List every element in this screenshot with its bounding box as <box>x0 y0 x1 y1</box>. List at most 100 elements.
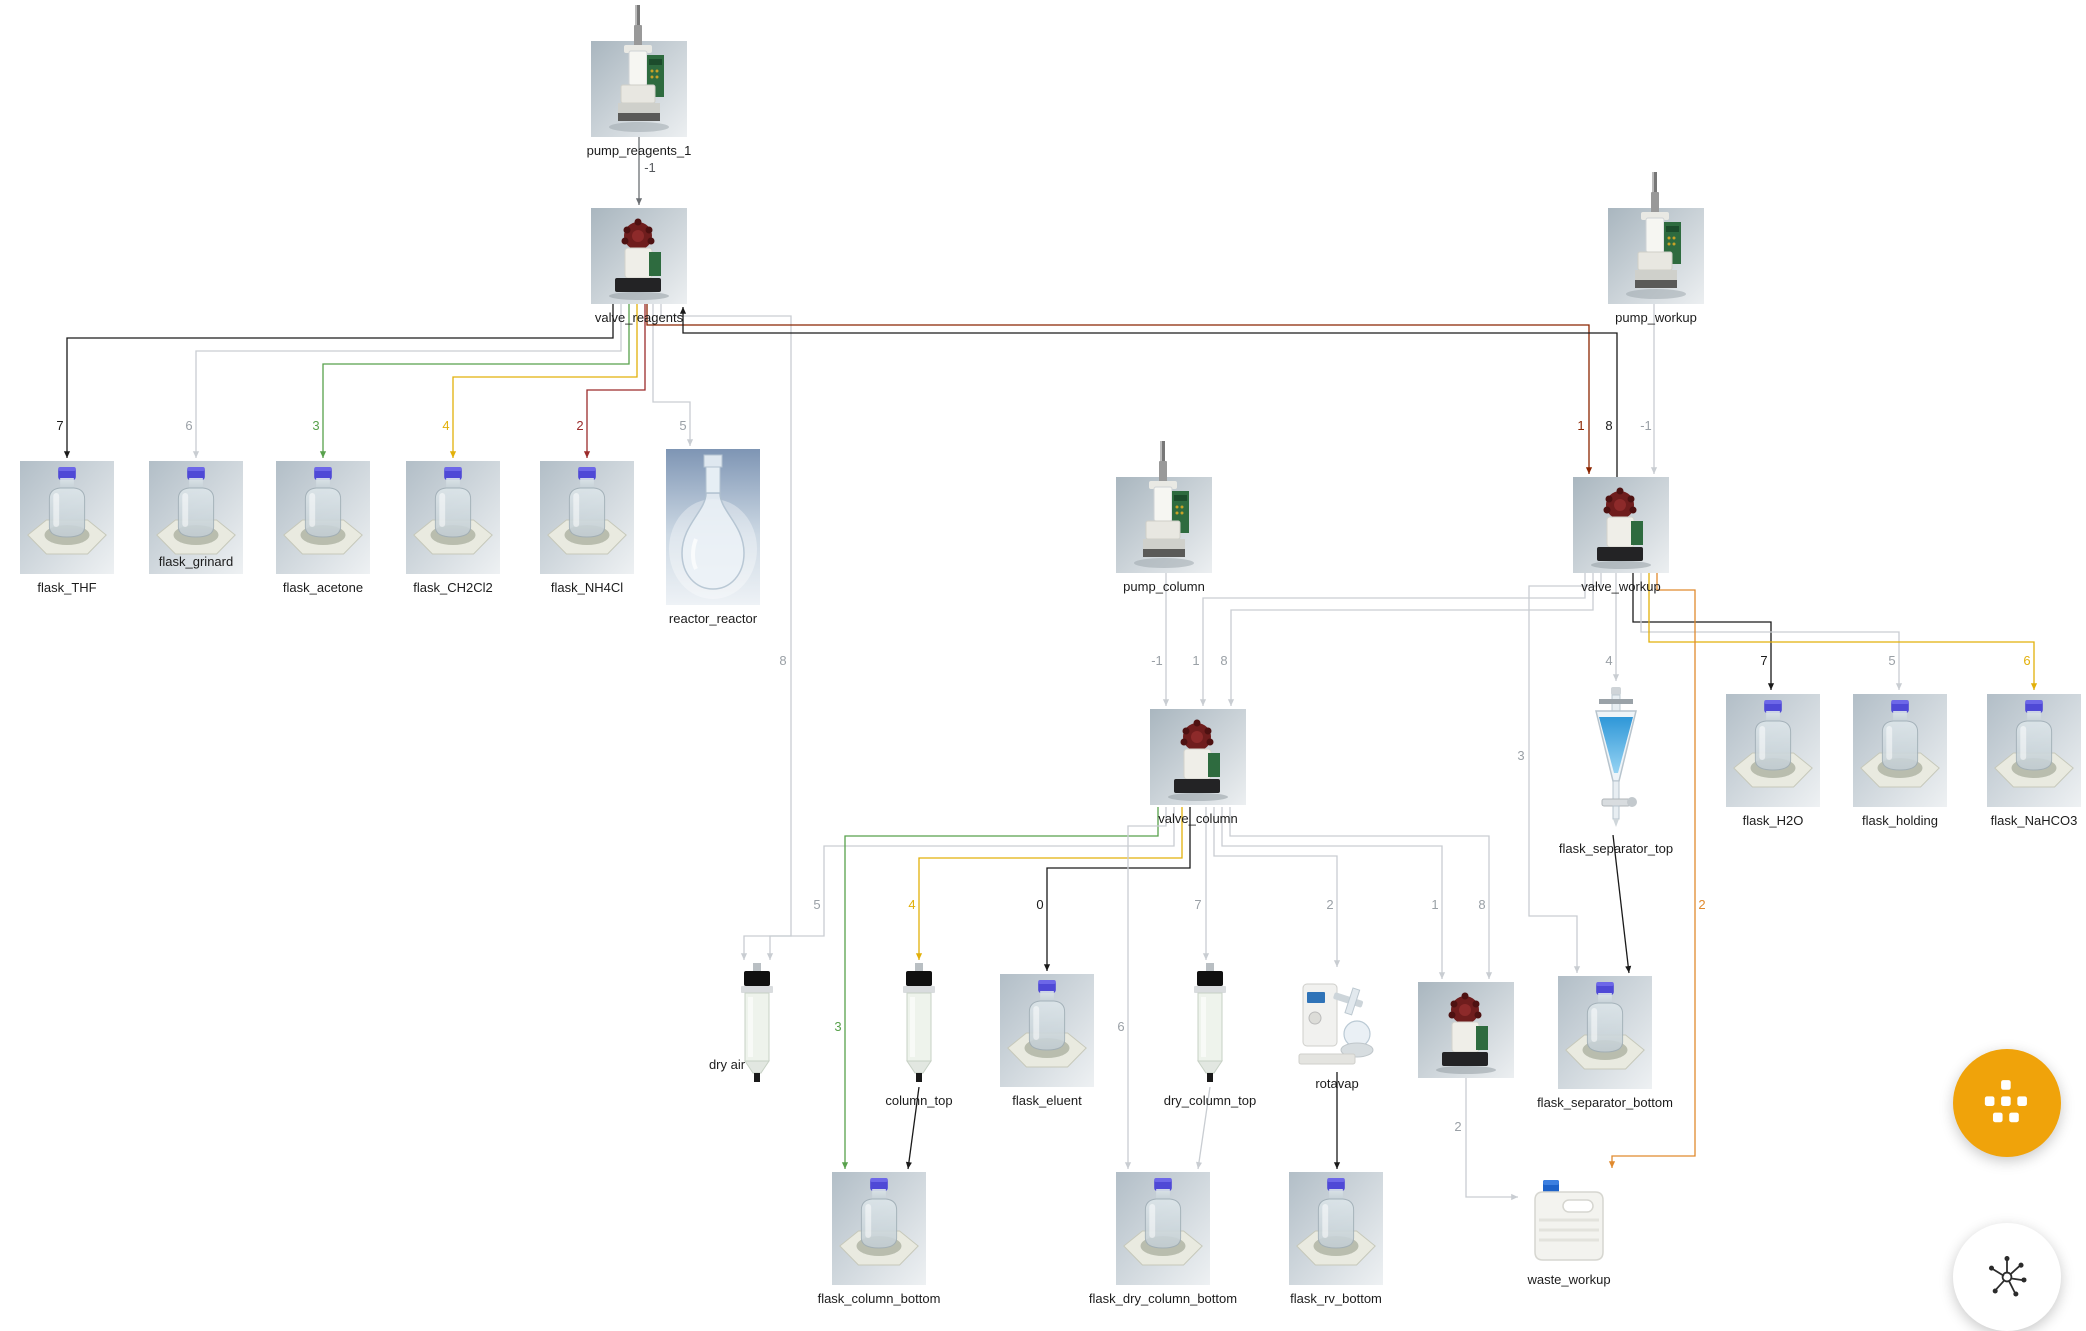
arrowhead <box>2030 683 2038 690</box>
edge-valve_reagents-valve_workup: 1 <box>646 304 1593 474</box>
edge-valve_column-valve_unlabeled: 1 <box>1221 807 1446 979</box>
edge-valve_reagents-flask_CH2Cl2: 4 <box>442 304 638 458</box>
edge-valve_column-rotavap: 2 <box>1213 807 1341 967</box>
edge-label: 1 <box>1577 418 1584 433</box>
node-pump_reagents_1[interactable] <box>591 5 687 137</box>
node-flask_NH4Cl[interactable] <box>540 460 634 574</box>
edge-label: -1 <box>644 160 656 175</box>
node-flask_column_bottom[interactable] <box>832 1171 926 1285</box>
arrowhead <box>1650 467 1658 474</box>
node-label: waste_workup <box>1527 1272 1611 1287</box>
pump-icon <box>1116 441 1212 573</box>
node-flask_CH2Cl2[interactable] <box>406 460 500 574</box>
node-flask_holding[interactable] <box>1853 693 1947 807</box>
node-label: flask_CH2Cl2 <box>413 579 493 595</box>
edge-label: 8 <box>1478 897 1485 912</box>
flask-icon <box>540 460 634 574</box>
arrowhead <box>192 451 200 458</box>
arrowhead <box>1573 966 1581 973</box>
edge-label: 7 <box>56 418 63 433</box>
arrowhead <box>1608 1161 1616 1168</box>
node-label: pump_reagents_1 <box>586 143 692 158</box>
flask-icon <box>1853 693 1947 807</box>
node-flask_H2O[interactable] <box>1726 693 1820 807</box>
valve-icon <box>1150 709 1246 805</box>
flask-icon <box>1289 1171 1383 1285</box>
edge-valve_column-column_top: 4 <box>908 807 1183 960</box>
arrowhead <box>1625 965 1632 973</box>
rotavap-icon <box>1295 970 1379 1070</box>
edge-label: 1 <box>1431 897 1438 912</box>
arrowhead <box>635 198 643 205</box>
assistant-fab[interactable] <box>1953 1223 2061 1331</box>
edge-label: 5 <box>813 897 820 912</box>
edge-label: 2 <box>1454 1119 1461 1134</box>
edge-valve_workup-flask_separator_top: 4 <box>1605 573 1620 681</box>
node-flask_NaHCO3[interactable] <box>1987 693 2081 807</box>
node-flask_grinard[interactable] <box>149 460 243 574</box>
edge-label: 3 <box>312 418 319 433</box>
node-pump_column[interactable] <box>1116 441 1212 573</box>
node-rotavap[interactable] <box>1295 970 1379 1070</box>
node-dry_column_top[interactable] <box>1186 963 1234 1087</box>
node-valve_workup[interactable] <box>1573 477 1669 573</box>
edge-valve_reagents-flask_NH4Cl: 2 <box>576 304 646 458</box>
flask-icon <box>276 460 370 574</box>
edge-valve_workup-flask_holding: 5 <box>1640 573 1903 690</box>
arrowhead <box>1585 467 1593 474</box>
arrowhead <box>915 953 923 960</box>
edge-valve_workup-flask_NaHCO3: 6 <box>1648 573 2038 690</box>
node-valve_column[interactable] <box>1150 709 1246 805</box>
edge-valve_column-dry_air: 5 <box>740 807 1175 960</box>
valve-icon <box>1418 982 1514 1078</box>
edge-flask_separator_top-flask_separator_bottom <box>1612 834 1632 974</box>
edge-valve_workup-valve_column: 1 <box>1192 573 1586 706</box>
flask-icon <box>149 460 243 574</box>
arrowhead <box>449 451 457 458</box>
edge-pump_reagents_1-valve_reagents: -1 <box>635 137 656 205</box>
edge-valve_reagents-flask_grinard: 6 <box>185 304 622 458</box>
node-label: reactor_reactor <box>668 611 758 626</box>
node-flask_dry_column_bottom[interactable] <box>1116 1171 1210 1285</box>
arrowhead <box>1438 972 1446 979</box>
edge-valve_column-valve_unlabeled: 8 <box>1229 807 1493 979</box>
arrowhead <box>766 953 774 960</box>
edge-pump_column-valve_column: -1 <box>1151 573 1170 706</box>
node-flask_rv_bottom[interactable] <box>1289 1171 1383 1285</box>
arrowhead <box>1767 683 1775 690</box>
edge-label: 2 <box>1326 897 1333 912</box>
waste-icon <box>1521 1170 1617 1266</box>
edge-valve_column-flask_column_bottom: 3 <box>834 807 1159 1169</box>
node-flask_separator_top[interactable] <box>1571 685 1661 835</box>
arrowhead <box>1124 1162 1132 1169</box>
node-label: flask_acetone <box>282 579 364 595</box>
edge-dry_column_top-flask_dry_column_bottom <box>1196 1086 1211 1170</box>
edge-label: 4 <box>908 897 915 912</box>
column-icon <box>1186 963 1234 1087</box>
node-reactor_reactor[interactable] <box>666 449 760 605</box>
node-flask_acetone[interactable] <box>276 460 370 574</box>
flask-icon <box>1726 693 1820 807</box>
flask-icon <box>1987 693 2081 807</box>
edge-label: 3 <box>1517 748 1524 763</box>
edge-label: 8 <box>1605 418 1612 433</box>
edge-valve_column-dry_column_top: 7 <box>1194 807 1210 960</box>
edge-label: -1 <box>1151 653 1163 668</box>
node-label: dry_column_top <box>1163 1093 1257 1108</box>
arrowhead <box>1895 683 1903 690</box>
node-dry_air[interactable] <box>733 963 781 1087</box>
launcher-fab[interactable] <box>1953 1049 2061 1157</box>
node-flask_separator_bottom[interactable] <box>1558 975 1652 1089</box>
node-pump_workup[interactable] <box>1608 172 1704 304</box>
edge-label: 0 <box>1036 897 1043 912</box>
edge-label: -1 <box>1640 418 1652 433</box>
node-label: rotavap <box>1315 1076 1359 1091</box>
node-flask_THF[interactable] <box>20 460 114 574</box>
node-label: valve_column <box>1158 811 1238 826</box>
node-valve_unlabeled[interactable] <box>1418 982 1514 1078</box>
node-flask_eluent[interactable] <box>1000 973 1094 1087</box>
node-waste_workup[interactable] <box>1521 1170 1617 1266</box>
node-valve_reagents[interactable] <box>591 208 687 304</box>
node-column_top[interactable] <box>895 963 943 1087</box>
